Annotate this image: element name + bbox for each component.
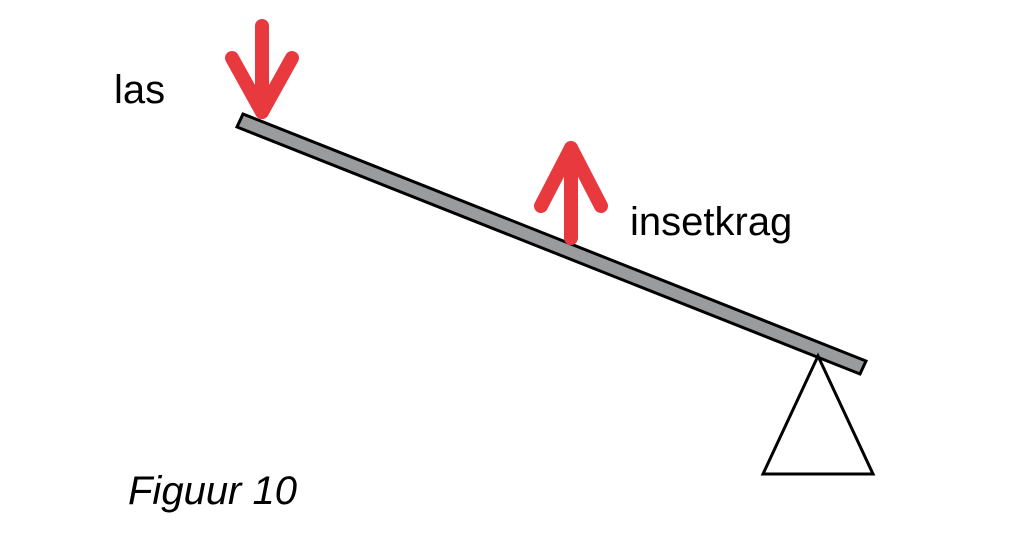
arrow-up-icon	[534, 141, 608, 245]
load-label: las	[114, 68, 165, 112]
figure-caption: Figuur 10	[128, 469, 297, 513]
lever-beam	[234, 112, 869, 376]
effort-label: insetkrag	[630, 200, 792, 244]
arrow-down-icon	[225, 19, 299, 119]
fulcrum-triangle	[760, 352, 876, 476]
